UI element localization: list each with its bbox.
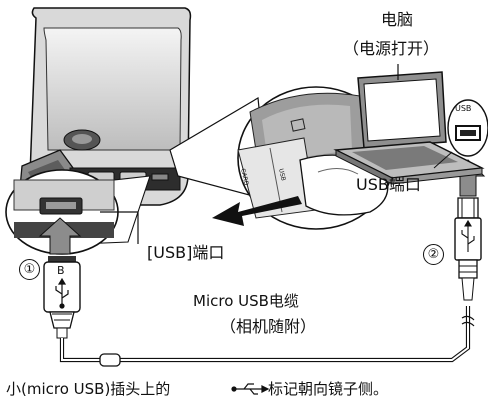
footnote-prefix: 小(micro USB)插头上的 [6,380,171,398]
ferrite-core [99,353,121,367]
step-1-marker: ① [19,259,40,280]
usb-port-label: USB端口 [356,175,421,194]
usb-bracket-port-label: [USB]端口 [147,243,225,262]
footnote-suffix: 标记朝向镜子侧。 [268,380,389,398]
push-arrow-icon [212,196,302,226]
laptop [333,71,485,185]
power-on-label: （电源打开） [343,39,440,58]
plug-letter: B [57,264,65,277]
usb-arrow-icon [231,383,270,395]
computer-label: 电脑 [381,10,414,29]
laptop-usb-text: USB [455,104,472,113]
usb-port-leader [100,211,139,244]
micro-usb-plug [43,256,81,339]
step-2-marker: ② [423,244,444,265]
laptop-usb-zoom [433,99,488,169]
cable-note-label: （相机随附） [220,317,317,336]
usb-trident-icon [55,277,69,309]
cover-zoom-callout [169,86,395,230]
port-zoom-callout [5,169,151,255]
cable-name-label: Micro USB电缆 [193,292,299,310]
